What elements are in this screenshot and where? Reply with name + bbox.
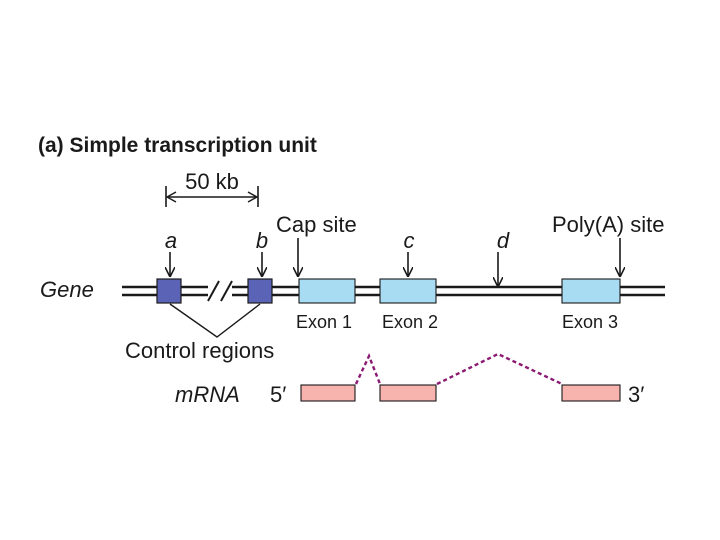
splice-line-intron-2 — [436, 352, 563, 386]
exon-1-label: Exon 1 — [296, 312, 352, 332]
control-regions-label: Control regions — [125, 338, 274, 363]
control-region-a — [156, 278, 182, 304]
scale-label: 50 kb — [185, 169, 239, 194]
marker-a-label: a — [165, 228, 177, 253]
mrna-3prime-label: 3′ — [628, 382, 644, 407]
exon-3-label: Exon 3 — [562, 312, 618, 332]
mrna-exon-1 — [300, 384, 356, 402]
exon-3-box — [561, 278, 621, 304]
exon-1-box — [298, 278, 356, 304]
cap-site-label: Cap site — [276, 212, 357, 237]
mrna-exon-3 — [561, 384, 621, 402]
mrna-exon-2 — [379, 384, 437, 402]
marker-d-label: d — [497, 228, 510, 253]
control-region-b — [247, 278, 273, 304]
polya-site-label: Poly(A) site — [552, 212, 664, 237]
mrna-label: mRNA — [175, 382, 240, 407]
marker-b-label: b — [256, 228, 268, 253]
marker-c-label: c — [404, 228, 415, 253]
exon-2-label: Exon 2 — [382, 312, 438, 332]
diagram-title: (a) Simple transcription unit — [38, 134, 317, 157]
scale-bar: 50 kb — [165, 169, 259, 207]
exon-2-box — [379, 278, 437, 304]
gene-label: Gene — [40, 277, 94, 302]
marker-arrows — [170, 238, 620, 286]
mrna-5prime-label: 5′ — [270, 382, 286, 407]
control-regions-connector — [169, 303, 261, 338]
splice-line-intron-1 — [354, 352, 382, 385]
